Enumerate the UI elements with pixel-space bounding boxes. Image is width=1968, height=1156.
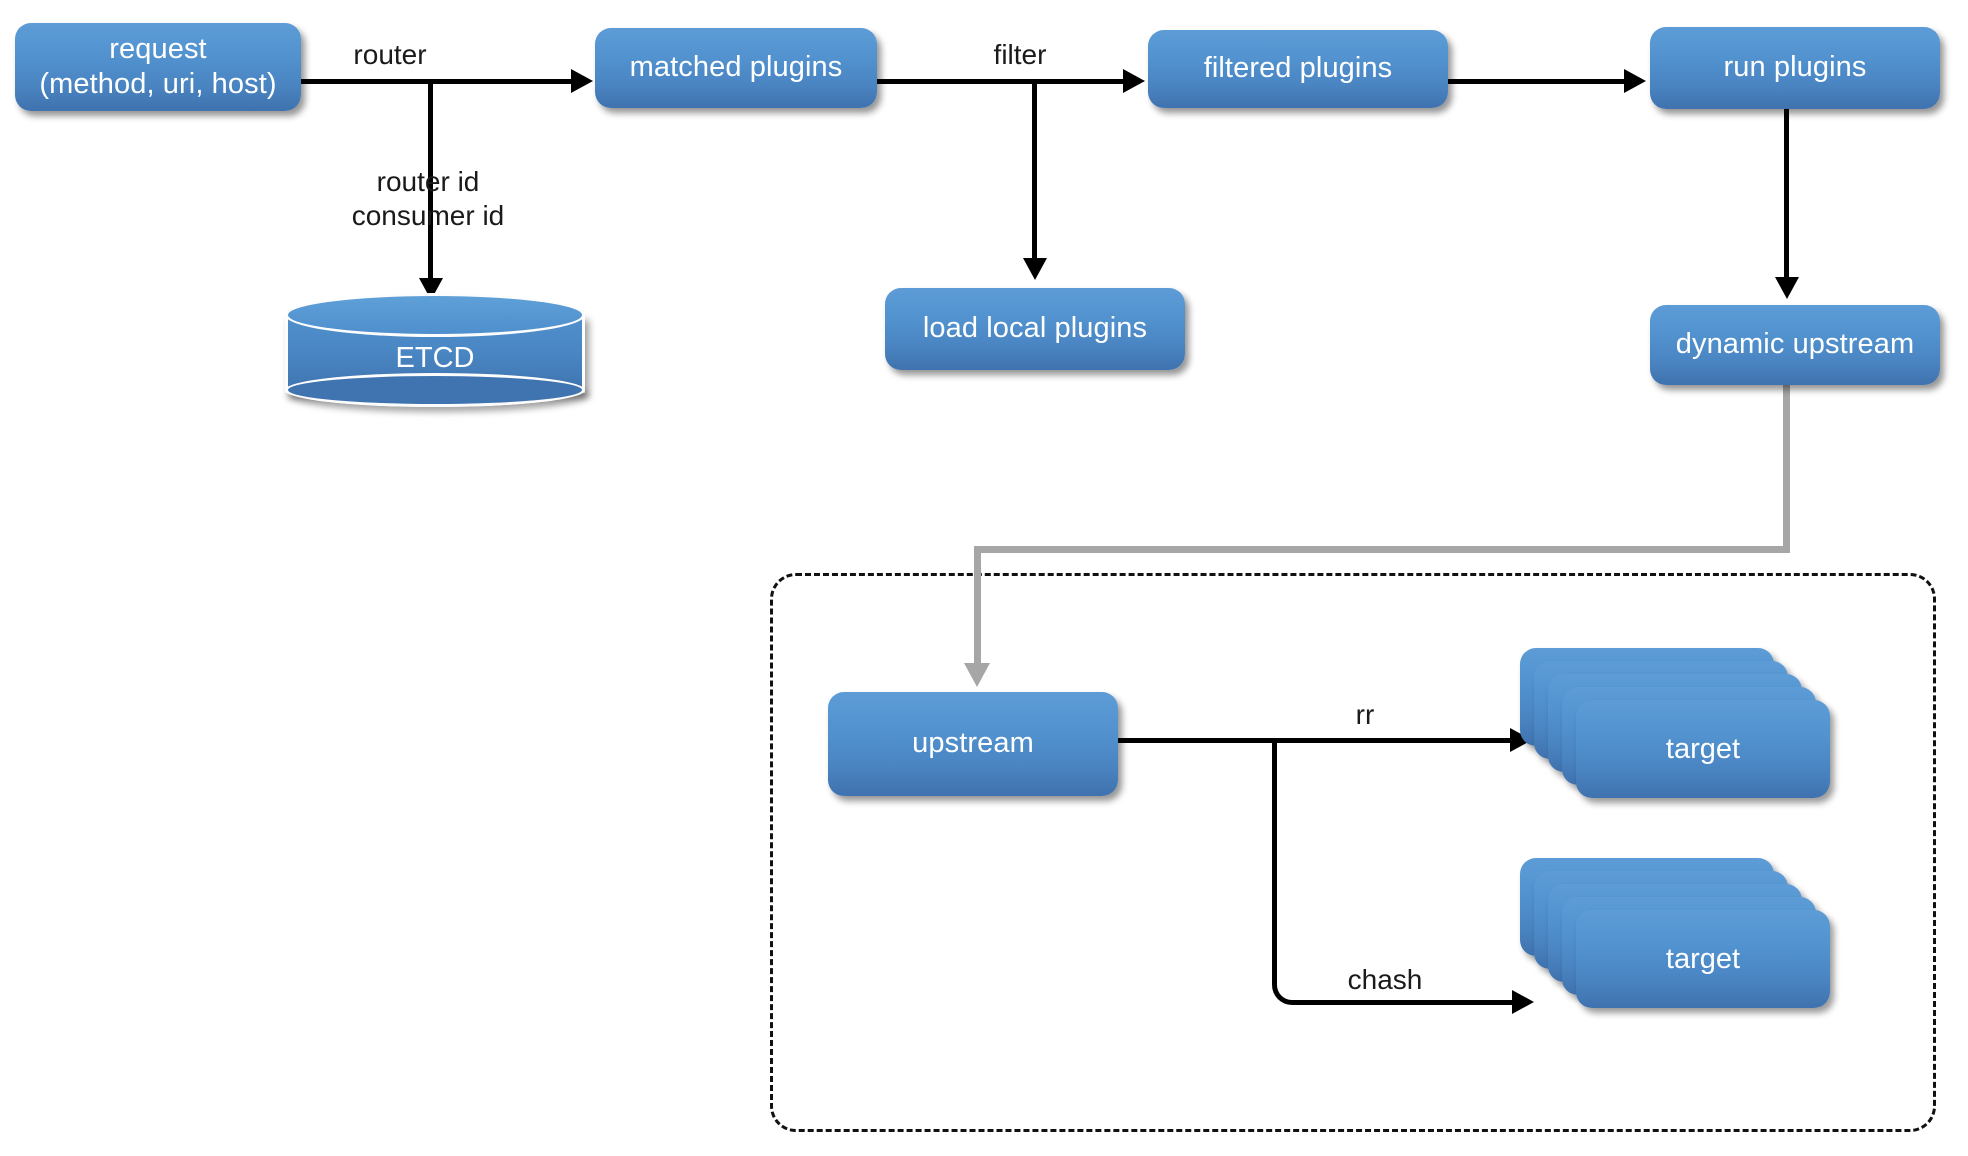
- target-chash-label: target: [1576, 910, 1830, 1008]
- edge-label-router: router: [353, 39, 427, 70]
- node-load-local-plugins[interactable]: load local plugins: [885, 288, 1185, 370]
- edge-label-router-consumer-id: router id consumer id: [351, 166, 505, 232]
- arrowhead-filtered-plugins: [1123, 69, 1145, 93]
- edge-filtered-to-run-plugins: [1448, 79, 1628, 84]
- edge-matched-to-filtered-plugins: [877, 79, 1127, 84]
- edge-branch-to-target-chash: [1305, 1000, 1520, 1005]
- node-upstream[interactable]: upstream: [828, 692, 1118, 796]
- edge-label-filter: filter: [993, 39, 1047, 70]
- gray-edge-segment-down-1: [1783, 385, 1790, 553]
- arrowhead-matched-plugins: [571, 69, 593, 93]
- etcd-cylinder-top: [285, 293, 585, 337]
- upstream-group-container: [770, 573, 1936, 1132]
- edge-upstream-branch-elbow: [1272, 740, 1312, 1005]
- edge-run-plugins-to-dynamic-upstream: [1784, 109, 1789, 281]
- edge-router-branch-to-etcd: [428, 79, 433, 284]
- arrowhead-dynamic-upstream: [1775, 277, 1799, 299]
- gray-arrowhead-upstream: [964, 663, 990, 687]
- edge-request-to-matched-plugins: [301, 79, 573, 84]
- node-target-rr[interactable]: target: [1520, 648, 1840, 798]
- etcd-label: ETCD: [395, 341, 475, 374]
- arrowhead-run-plugins: [1624, 69, 1646, 93]
- node-filtered-plugins[interactable]: filtered plugins: [1148, 30, 1448, 108]
- gray-edge-segment-left: [974, 546, 1790, 553]
- node-run-plugins[interactable]: run plugins: [1650, 27, 1940, 109]
- arrowhead-target-chash: [1512, 990, 1534, 1014]
- node-etcd[interactable]: ETCD: [285, 293, 585, 413]
- gray-edge-segment-down-2: [974, 546, 981, 669]
- etcd-cylinder-bottom: [285, 373, 585, 407]
- edge-label-rr: rr: [1355, 699, 1375, 730]
- node-request[interactable]: request (method, uri, host): [15, 23, 301, 111]
- edge-filter-branch-to-load-local-plugins: [1032, 79, 1037, 264]
- target-rr-label: target: [1576, 700, 1830, 798]
- arrowhead-load-local-plugins: [1023, 258, 1047, 280]
- edge-upstream-to-target-rr: [1116, 738, 1516, 743]
- edge-label-chash: chash: [1347, 964, 1423, 995]
- node-target-chash[interactable]: target: [1520, 858, 1840, 1008]
- node-dynamic-upstream[interactable]: dynamic upstream: [1650, 305, 1940, 385]
- node-matched-plugins[interactable]: matched plugins: [595, 28, 877, 108]
